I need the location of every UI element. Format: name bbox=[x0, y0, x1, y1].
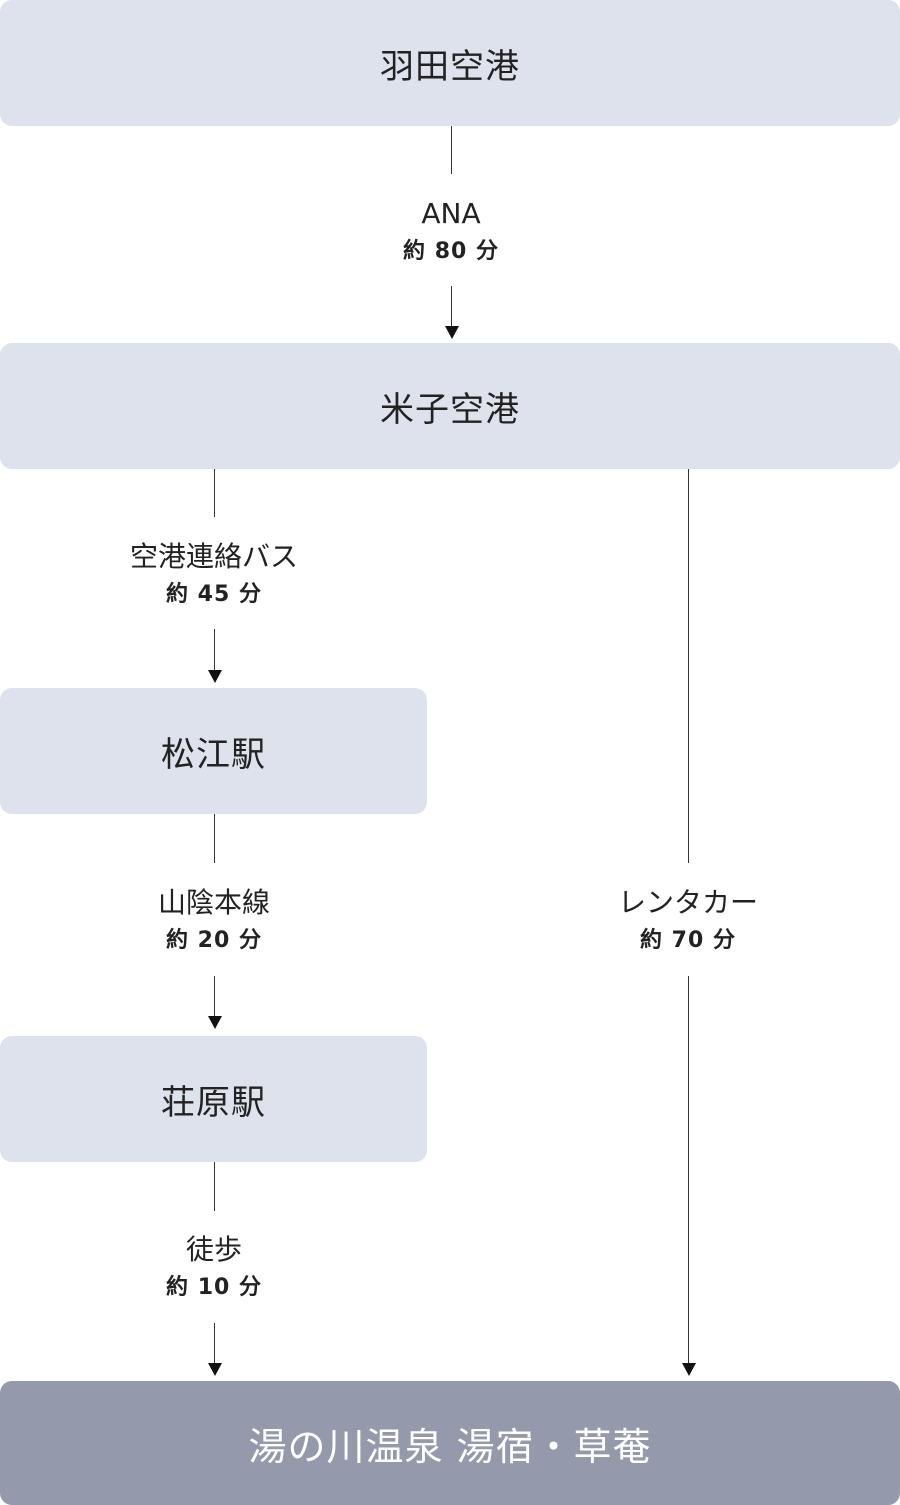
connector-line bbox=[214, 469, 215, 517]
arrowhead bbox=[208, 1363, 222, 1376]
arrowhead bbox=[682, 1363, 696, 1376]
node-haneda-airport: 羽田空港 bbox=[0, 0, 900, 126]
connector-line bbox=[451, 286, 452, 328]
connector-line bbox=[214, 1162, 215, 1211]
connector-line bbox=[451, 126, 452, 174]
route-mode: レンタカー bbox=[617, 886, 759, 919]
route-label-walk: 徒歩 約 10 分 bbox=[166, 1236, 262, 1299]
connector-line bbox=[214, 629, 215, 672]
connector-line bbox=[688, 976, 689, 1365]
arrowhead bbox=[208, 1016, 222, 1029]
arrowhead bbox=[208, 670, 222, 683]
route-label-airport-bus: 空港連絡バス 約 45 分 bbox=[130, 543, 298, 606]
node-label: 米子空港 bbox=[380, 389, 520, 430]
node-label: 湯の川温泉 湯宿・草菴 bbox=[248, 1424, 652, 1469]
route-mode: 山陰本線 bbox=[157, 886, 271, 919]
route-time: 約 70 分 bbox=[640, 928, 736, 953]
route-time: 約 10 分 bbox=[166, 1275, 262, 1300]
node-label: 荘原駅 bbox=[161, 1082, 266, 1123]
node-matsue-station: 松江駅 bbox=[0, 688, 427, 814]
node-yonago-airport: 米子空港 bbox=[0, 343, 900, 469]
route-mode: ANA bbox=[421, 197, 481, 230]
node-label: 松江駅 bbox=[161, 734, 266, 775]
connector-line bbox=[214, 976, 215, 1018]
node-shobara-station: 荘原駅 bbox=[0, 1036, 427, 1162]
route-time: 約 20 分 bbox=[166, 928, 262, 953]
connector-line bbox=[688, 469, 689, 863]
arrowhead bbox=[445, 326, 459, 339]
connector-line bbox=[214, 814, 215, 863]
connector-line bbox=[214, 1323, 215, 1365]
route-mode: 空港連絡バス bbox=[129, 540, 299, 573]
route-time: 約 80 分 bbox=[403, 239, 499, 264]
route-label-sanin-line: 山陰本線 約 20 分 bbox=[158, 889, 270, 952]
node-label: 羽田空港 bbox=[380, 46, 520, 87]
route-label-ana: ANA 約 80 分 bbox=[403, 200, 499, 263]
node-destination: 湯の川温泉 湯宿・草菴 bbox=[0, 1381, 900, 1505]
route-time: 約 45 分 bbox=[166, 582, 262, 607]
route-label-rental-car: レンタカー 約 70 分 bbox=[618, 889, 758, 952]
route-mode: 徒歩 bbox=[185, 1233, 242, 1266]
